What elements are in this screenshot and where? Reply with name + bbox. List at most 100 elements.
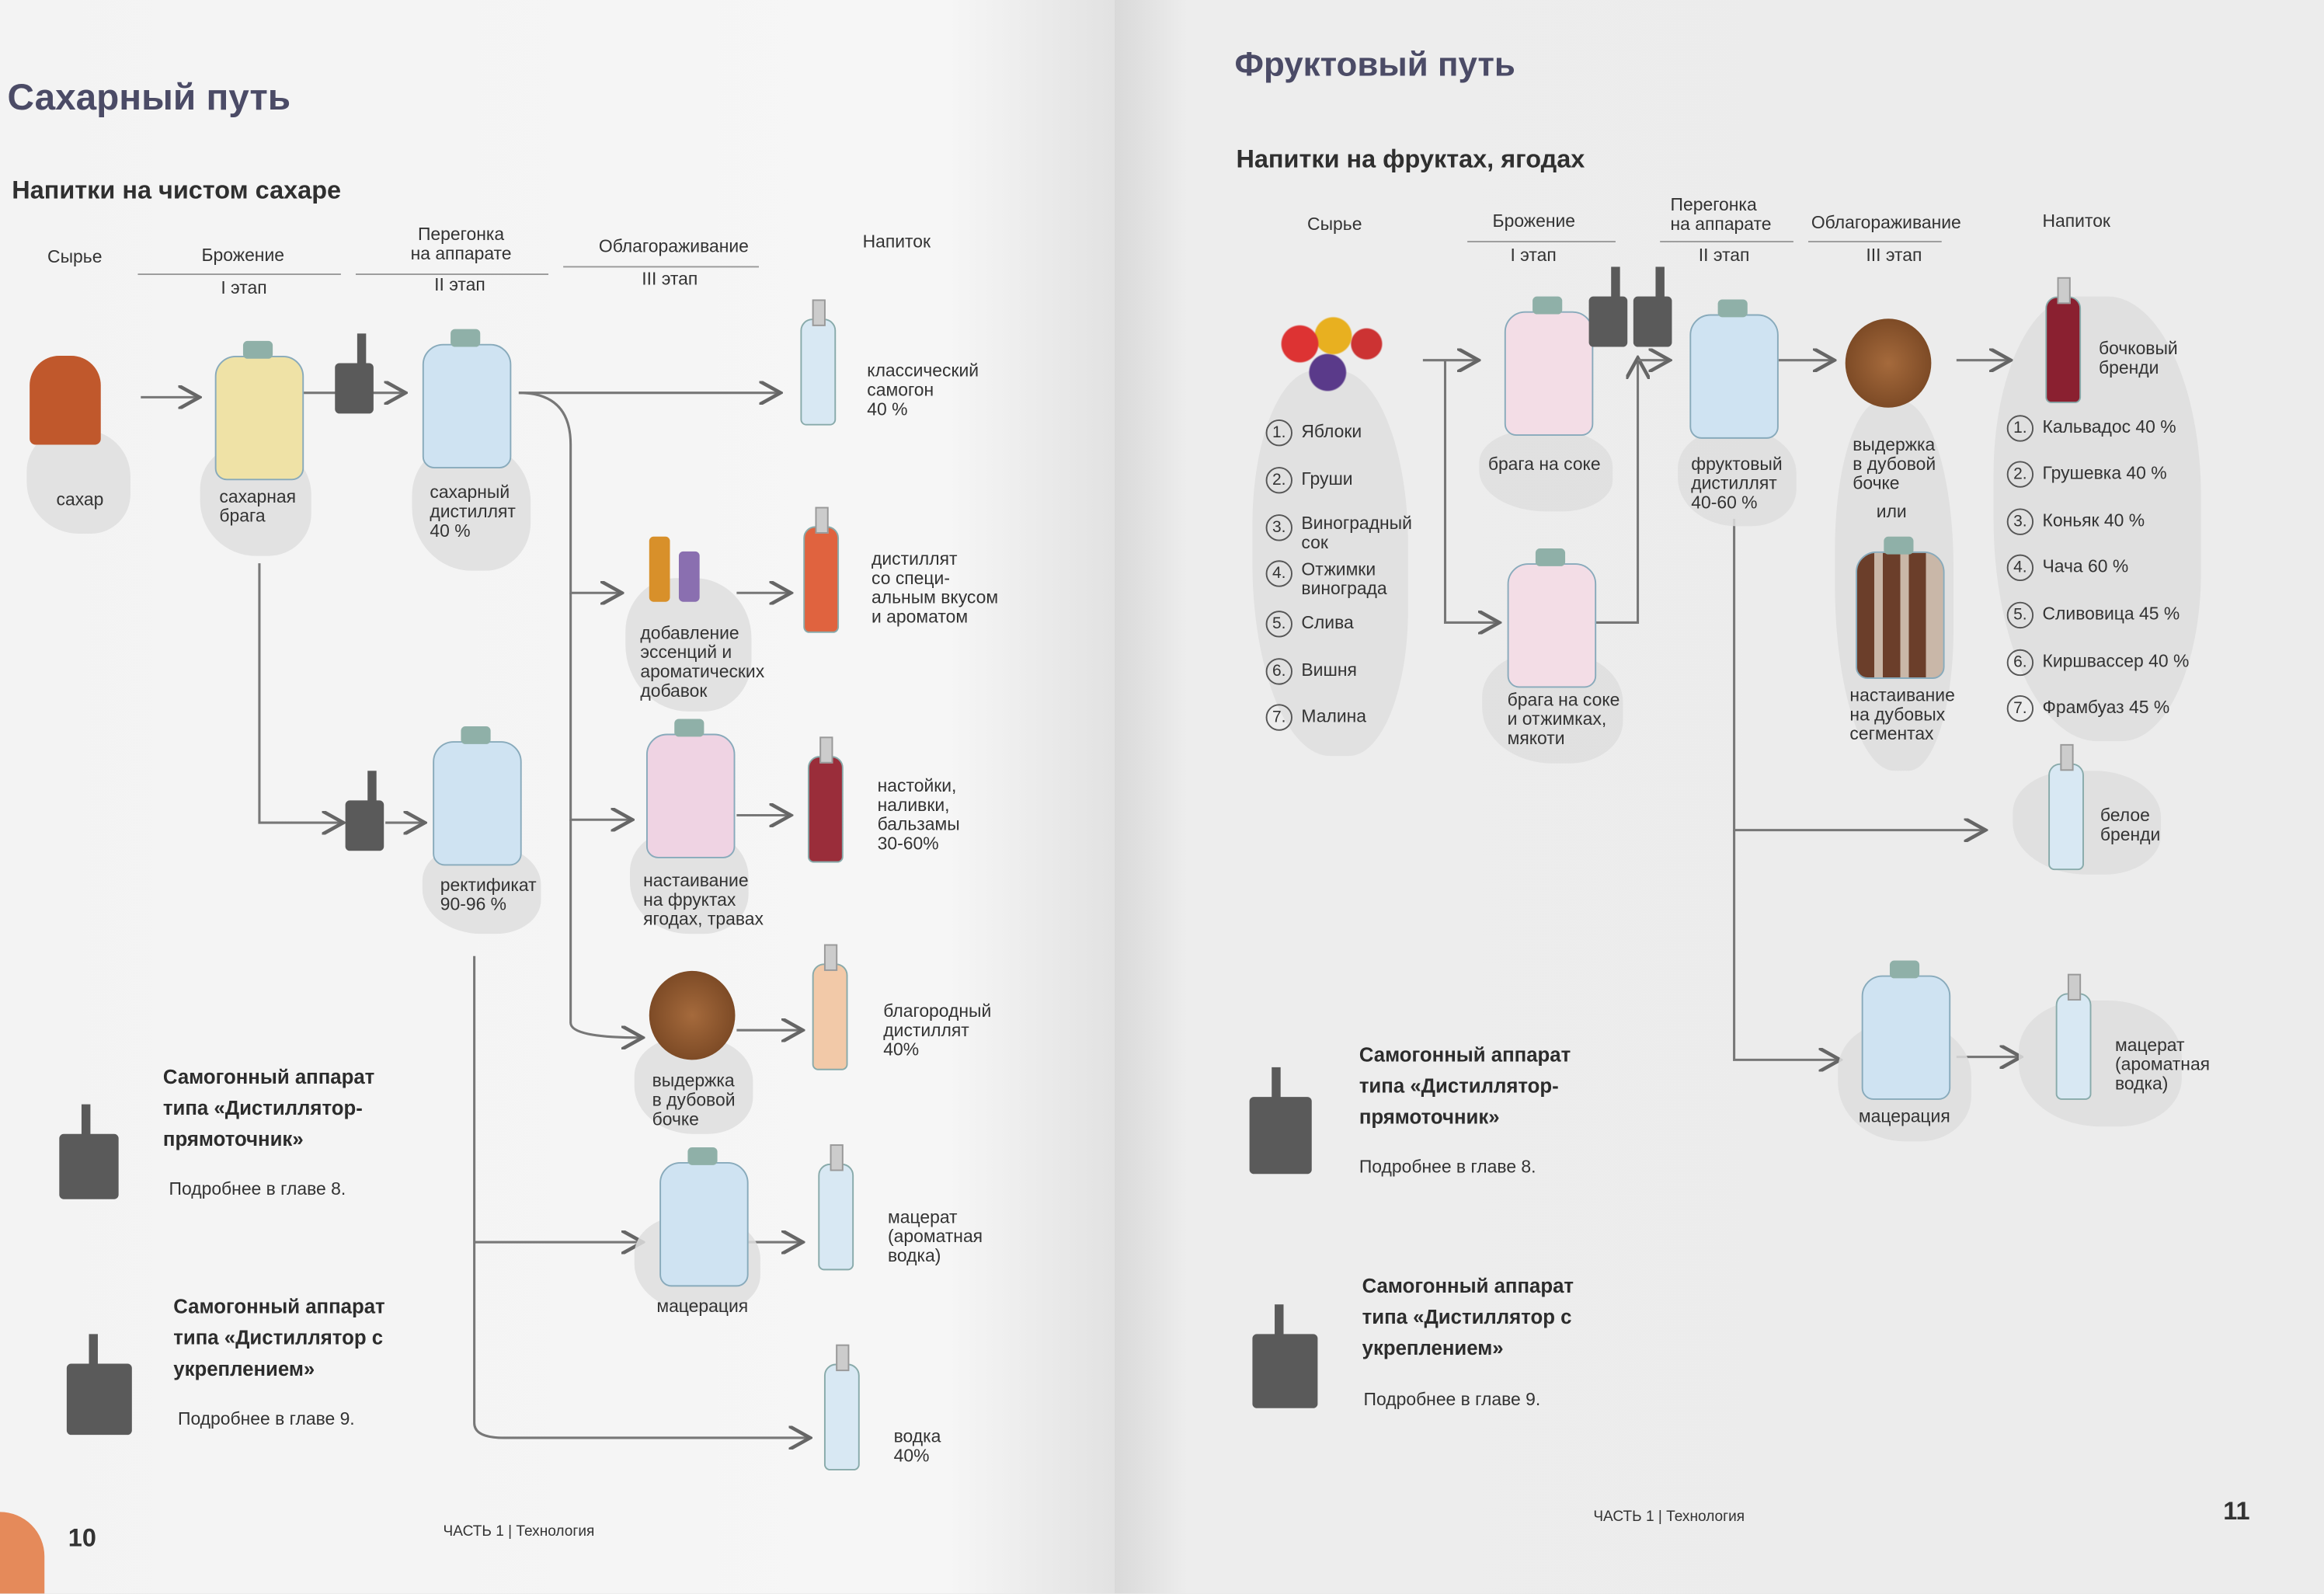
raw-item: 1.Яблоки <box>1265 419 1362 447</box>
reflux-still-icon <box>1588 266 1628 347</box>
apparatus-note: Подробнее в главе 8. <box>1359 1156 1536 1178</box>
brandy-item: 4.Чача 60 % <box>2006 554 2128 582</box>
running-footer: ЧАСТЬ 1 | Технология <box>1593 1509 1745 1526</box>
juice-mash-jar-icon <box>1504 296 1594 437</box>
vodka-bottle-icon <box>823 1344 860 1470</box>
section-subtitle: Напитки на чистом сахаре <box>12 176 342 205</box>
apparatus-title: Самогонный аппарат типа «Дистиллятор- пр… <box>1359 1043 1571 1129</box>
still-icon <box>59 1104 119 1199</box>
node-barrel: выдержка в дубовой бочке <box>652 1070 736 1130</box>
white-brandy-bottle-icon <box>2048 743 2084 871</box>
drink-flavored: дистиллят со специ- альным вкусом и аром… <box>872 548 999 628</box>
maceration-jar-icon <box>659 1147 749 1287</box>
node-segments: настаивание на дубовых сегментах <box>1849 684 1955 744</box>
amber-bottle-icon <box>812 944 848 1070</box>
infusion-jar-icon <box>645 719 736 858</box>
orange-bottle-icon <box>803 506 840 633</box>
raw-item: 2.Груши <box>1265 467 1353 494</box>
stage-3: III этап <box>1866 244 1922 266</box>
raw-item: 5.Слива <box>1265 611 1354 638</box>
header-drink: Напиток <box>862 231 931 252</box>
rectified-jar-icon <box>433 726 522 866</box>
stage-3: III этап <box>642 268 698 290</box>
still-icon <box>335 333 374 414</box>
oak-barrel-icon <box>1845 318 1932 408</box>
raw-item: 3.Виноградный сок <box>1265 513 1412 553</box>
fruit-distillate-jar-icon <box>1689 299 1779 439</box>
dropper-icon <box>678 551 700 602</box>
page-title: Сахарный путь <box>7 77 291 119</box>
clear-bottle-icon <box>800 299 837 426</box>
page-title: Фруктовый путь <box>1234 44 1515 83</box>
pomace-mash-jar-icon <box>1507 548 1597 688</box>
header-ferment: Брожение <box>1492 210 1576 231</box>
reflux-still-icon <box>66 1334 132 1436</box>
apparatus-note: Подробнее в главе 9. <box>177 1408 355 1429</box>
brandy-item: 3.Коньяк 40 % <box>2006 508 2145 535</box>
oak-segments-jar-icon <box>1856 536 1945 679</box>
brandy-item: 1.Кальвадос 40 % <box>2006 415 2176 442</box>
raw-item: 4.Отжимки винограда <box>1265 559 1387 599</box>
drink-classic: классический самогон 40 % <box>867 360 979 420</box>
page-number: 10 <box>68 1523 96 1552</box>
reflux-still-icon <box>345 771 384 851</box>
fruits-icon <box>1277 311 1389 393</box>
node-maceration: мацерация <box>656 1295 749 1317</box>
apparatus-title: Самогонный аппарат типа «Дистиллятор с у… <box>1362 1275 1574 1359</box>
node-mash: сахарная брага <box>219 486 297 527</box>
drink-liqueurs: настойки, наливки, бальзамы 30-60% <box>877 774 960 854</box>
section-subtitle: Напитки на фруктах, ягодах <box>1236 145 1585 174</box>
node-or: или <box>1876 500 1907 522</box>
header-refine: Облагораживание <box>598 235 749 257</box>
brandy-item: 5.Сливовица 45 % <box>2006 601 2180 629</box>
page-number: 11 <box>2223 1497 2250 1526</box>
node-sugar: сахар <box>56 489 104 510</box>
distillate-jar-icon <box>422 329 512 468</box>
raw-item: 7.Малина <box>1265 704 1366 731</box>
node-pomace-mash: брага на соке и отжимках, мякоти <box>1507 689 1620 749</box>
node-essence: добавление эссенций и ароматических доба… <box>640 622 765 701</box>
apparatus-title: Самогонный аппарат типа «Дистиллятор- пр… <box>162 1065 375 1150</box>
drink-noble: благородный дистиллят 40% <box>883 1001 992 1060</box>
header-ferment: Брожение <box>201 244 284 266</box>
macerate-bottle-icon <box>2055 973 2092 1100</box>
stage-2: II этап <box>434 274 485 295</box>
essence-bottle-icon <box>649 536 670 602</box>
header-raw: Сырье <box>47 245 103 267</box>
still-icon <box>1249 1067 1312 1175</box>
node-distillate: фруктовый дистиллят 40-60 % <box>1691 453 1783 513</box>
brandy-bottle-icon <box>2045 277 2082 404</box>
header-refine: Облагораживание <box>1811 211 1961 233</box>
drink-macerate: мацерат (ароматная водка) <box>2115 1034 2211 1095</box>
clear-bottle-icon <box>818 1144 854 1271</box>
drink-vodka: водка 40% <box>893 1425 941 1467</box>
mash-jar-icon <box>214 340 304 481</box>
node-rectified: ректификат 90-96 % <box>440 874 537 915</box>
node-distillate: сахарный дистиллят 40 % <box>430 482 516 541</box>
reflux-still-icon <box>1252 1304 1318 1408</box>
left-page <box>0 0 1115 1594</box>
drink-macerate: мацерат (ароматная водка) <box>888 1206 983 1266</box>
node-juice-mash: брага на соке <box>1487 453 1601 475</box>
node-maceration: мацерация <box>1858 1105 1950 1127</box>
sugar-bag-icon <box>30 355 101 445</box>
node-barrel: выдержка в дубовой бочке <box>1853 434 1936 494</box>
node-infusion: настаивание на фруктах ягодах, травах <box>643 870 764 930</box>
oak-barrel-icon <box>649 970 736 1060</box>
red-bottle-icon <box>807 736 844 863</box>
stage-2: II этап <box>1698 244 1750 266</box>
drink-white-brandy: белое бренди <box>2100 805 2161 845</box>
brandy-item: 2.Грушевка 40 % <box>2006 461 2167 488</box>
stage-1: I этап <box>221 277 267 298</box>
still-icon <box>1633 266 1672 347</box>
raw-item: 6.Вишня <box>1265 658 1357 685</box>
header-raw: Сырье <box>1307 213 1362 235</box>
header-distill: Перегонка на аппарате <box>410 224 512 264</box>
drink-brandy: бочковый бренди <box>2099 338 2178 378</box>
header-distill: Перегонка на аппарате <box>1670 193 1772 235</box>
running-footer: ЧАСТЬ 1 | Технология <box>443 1523 595 1540</box>
apparatus-title: Самогонный аппарат типа «Дистиллятор с у… <box>173 1295 385 1380</box>
apparatus-note: Подробнее в главе 8. <box>169 1178 346 1199</box>
maceration-jar-icon <box>1861 960 1951 1100</box>
